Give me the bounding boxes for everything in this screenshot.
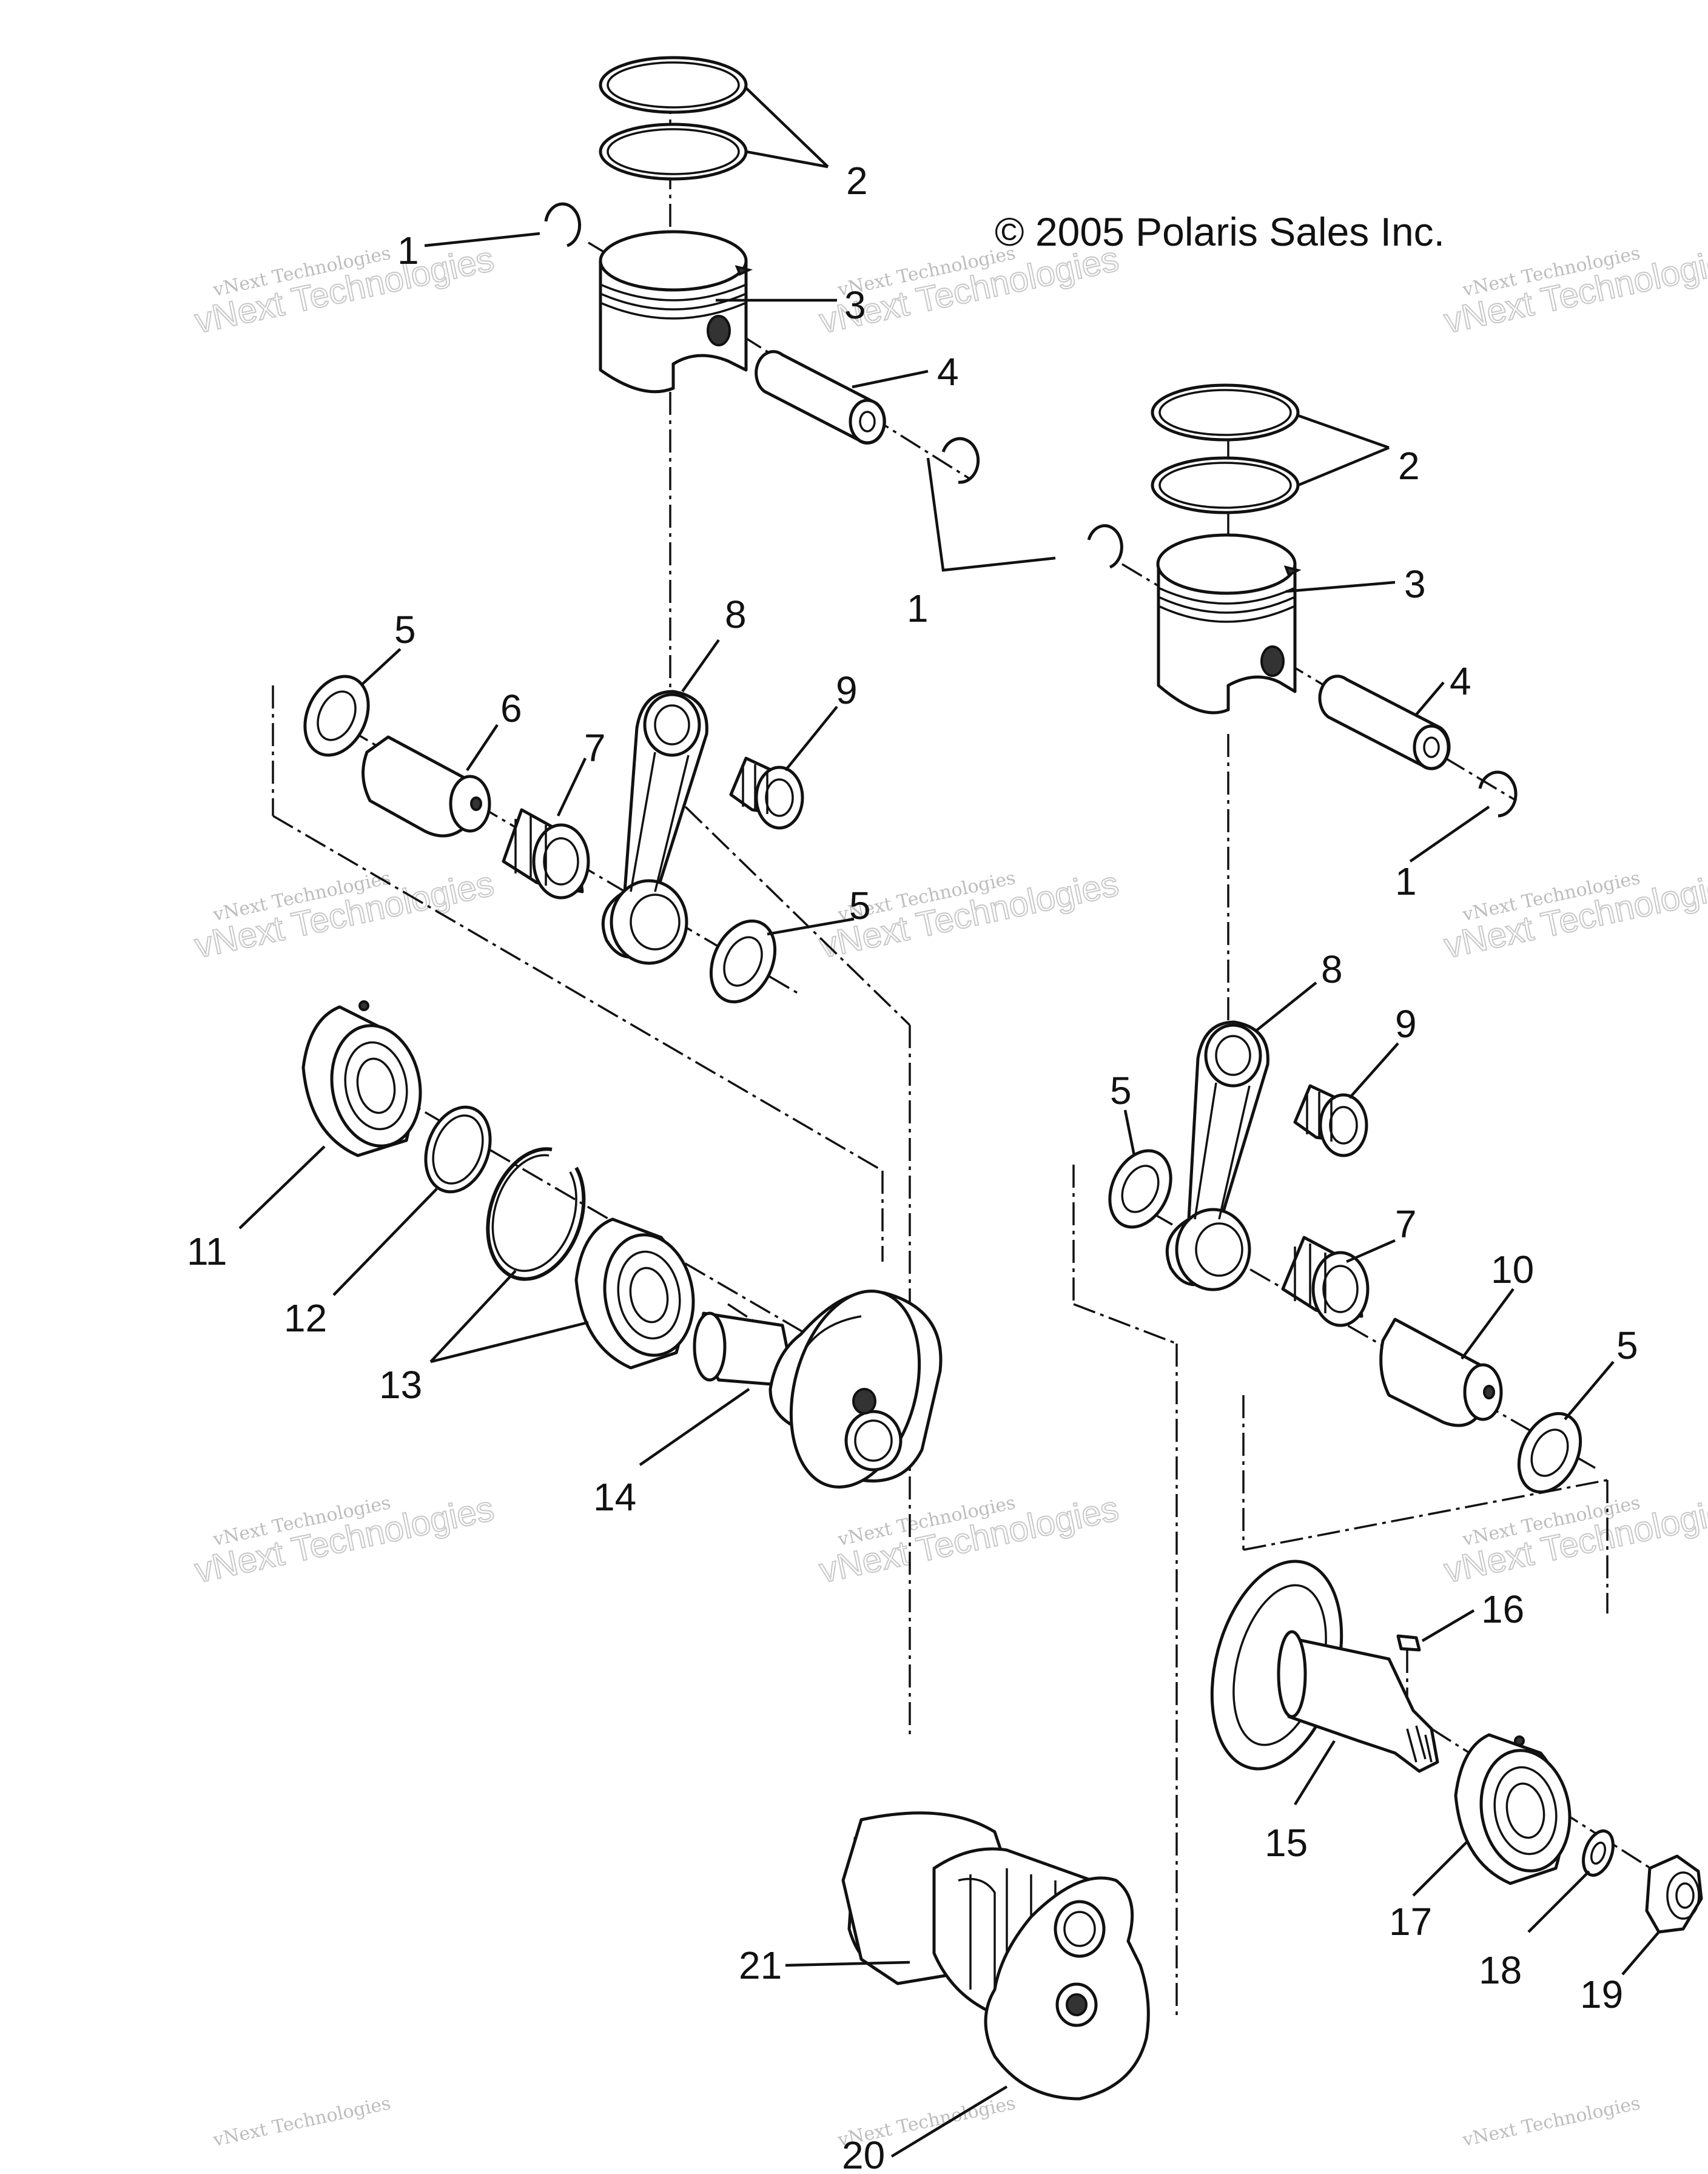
callout-14: 14 xyxy=(593,1475,636,1519)
crank-pin-left xyxy=(361,735,491,838)
crank-pin-icon xyxy=(361,735,475,838)
watermark: vNext Technologies vNext Technologies xyxy=(190,238,497,342)
callout-17: 17 xyxy=(1389,1900,1432,1943)
callout-6: 6 xyxy=(500,687,522,730)
circlip-icon xyxy=(486,1147,586,1281)
callout-2: 2 xyxy=(846,159,868,203)
piston-left xyxy=(599,230,753,394)
callout-18: 18 xyxy=(1479,1948,1522,1992)
circlip-right-1 xyxy=(1087,524,1123,569)
callout-12: 12 xyxy=(284,1296,327,1340)
callout-3: 3 xyxy=(844,283,866,327)
callout-5: 5 xyxy=(1616,1324,1638,1367)
piston-pin-right xyxy=(1318,675,1451,770)
callout-1: 1 xyxy=(907,587,929,630)
piston-rings-right xyxy=(1151,383,1300,514)
connecting-rod-right xyxy=(1165,1020,1269,1291)
thrust-washer-right-top xyxy=(1108,1149,1172,1229)
copyright-text: © 2005 Polaris Sales Inc. xyxy=(995,209,1445,254)
thrust-washer-icon xyxy=(1582,1829,1615,1877)
shim-washer-left xyxy=(424,1105,492,1194)
piston-rings-left xyxy=(599,56,748,181)
ball-bearing-right xyxy=(1454,1733,1572,1885)
callout-3: 3 xyxy=(1404,562,1426,606)
circlip-icon xyxy=(1087,524,1123,569)
watermark: vNext Technologies xyxy=(211,2093,393,2151)
circlip-icon xyxy=(1478,770,1518,818)
callout-16: 16 xyxy=(1481,1587,1524,1631)
watermark: vNext Technologies vNext Technologies xyxy=(1440,238,1708,342)
piston-pin-left xyxy=(755,350,886,445)
leader-lines xyxy=(238,87,1660,2158)
watermark: vNext Technologies vNext Technologies xyxy=(815,1488,1122,1591)
piston-icon xyxy=(1157,562,1297,715)
needle-bearing-right-small xyxy=(1293,1084,1368,1157)
circlip-icon xyxy=(544,202,581,247)
watermark-small-text: vNext Technologies xyxy=(211,2093,393,2151)
crankshaft-assembly xyxy=(841,1811,1150,2101)
needle-bearing-right-big xyxy=(1281,1236,1370,1327)
watermark: vNext Technologies vNext Technologies xyxy=(1440,1488,1708,1591)
callout-21: 21 xyxy=(739,1943,782,1987)
crank-pin-icon xyxy=(1379,1318,1482,1427)
lock-washer-right xyxy=(1582,1829,1615,1877)
callout-9: 9 xyxy=(836,668,858,712)
ball-bearing-left-2 xyxy=(574,1217,695,1370)
callout-2: 2 xyxy=(1398,444,1420,488)
ball-bearing-left xyxy=(301,1000,422,1157)
connecting-rod-left xyxy=(601,690,708,965)
watermark: vNext Technologies vNext Technologies xyxy=(190,1488,497,1591)
crankshaft-half-left xyxy=(693,1290,943,1489)
woodruff-key xyxy=(1396,1634,1421,1652)
thrust-washer-right-bottom xyxy=(1517,1412,1582,1494)
piston-ring-icon xyxy=(1151,456,1300,514)
callout-1: 1 xyxy=(397,229,419,272)
circlip-left-2 xyxy=(941,437,980,484)
callout-8: 8 xyxy=(725,593,747,636)
callout-1: 1 xyxy=(1395,860,1417,903)
piston-right xyxy=(1156,533,1302,715)
piston-icon xyxy=(599,259,748,394)
watermark: vNext Technologies xyxy=(1461,2093,1642,2151)
callout-20: 20 xyxy=(842,2133,885,2174)
callout-9: 9 xyxy=(1395,1002,1417,1046)
snap-ring-left xyxy=(486,1147,586,1281)
needle-bearing-left-big xyxy=(502,808,590,900)
thrust-washer-icon xyxy=(1517,1412,1582,1494)
callout-13: 13 xyxy=(379,1363,422,1407)
piston-ring-icon xyxy=(1151,383,1300,442)
needle-bearing-left-small xyxy=(729,756,804,830)
callout-8: 8 xyxy=(1321,947,1343,991)
hex-nut-right xyxy=(1645,1854,1703,1934)
thrust-washer-left-bottom xyxy=(709,919,777,1004)
woodruff-key-icon xyxy=(1396,1634,1421,1652)
callout-19: 19 xyxy=(1580,1973,1623,2016)
callout-5: 5 xyxy=(394,608,416,651)
circlip-icon xyxy=(941,437,980,484)
callout-15: 15 xyxy=(1265,1821,1308,1865)
piston-ring-icon xyxy=(599,123,748,181)
watermark-small-text: vNext Technologies xyxy=(1461,2093,1642,2151)
callouts: 1 2 3 4 1 2 3 4 1 5 6 7 8 9 5 8 9 5 7 10… xyxy=(187,159,1638,2174)
callout-10: 10 xyxy=(1491,1248,1534,1291)
callout-4: 4 xyxy=(1450,659,1471,703)
circlip-right-2 xyxy=(1478,770,1518,818)
crank-pin-right xyxy=(1379,1318,1503,1427)
callout-5: 5 xyxy=(1110,1069,1132,1112)
piston-ring-icon xyxy=(599,56,748,114)
watermark: vNext Technologies vNext Technologies xyxy=(190,863,497,966)
callout-7: 7 xyxy=(584,726,606,770)
thrust-washer-icon xyxy=(709,919,777,1004)
callout-11: 11 xyxy=(187,1230,227,1273)
callout-4: 4 xyxy=(937,350,959,394)
thrust-washer-icon xyxy=(424,1105,492,1194)
crankshaft-half-right xyxy=(1210,1560,1439,1773)
circlip-left-1 xyxy=(544,202,581,247)
thrust-washer-left-top xyxy=(303,675,370,757)
callout-5: 5 xyxy=(849,884,871,927)
assembly-centerlines xyxy=(272,91,1699,2020)
callout-7: 7 xyxy=(1395,1202,1417,1246)
watermark: vNext Technologies vNext Technologies xyxy=(1440,863,1708,966)
